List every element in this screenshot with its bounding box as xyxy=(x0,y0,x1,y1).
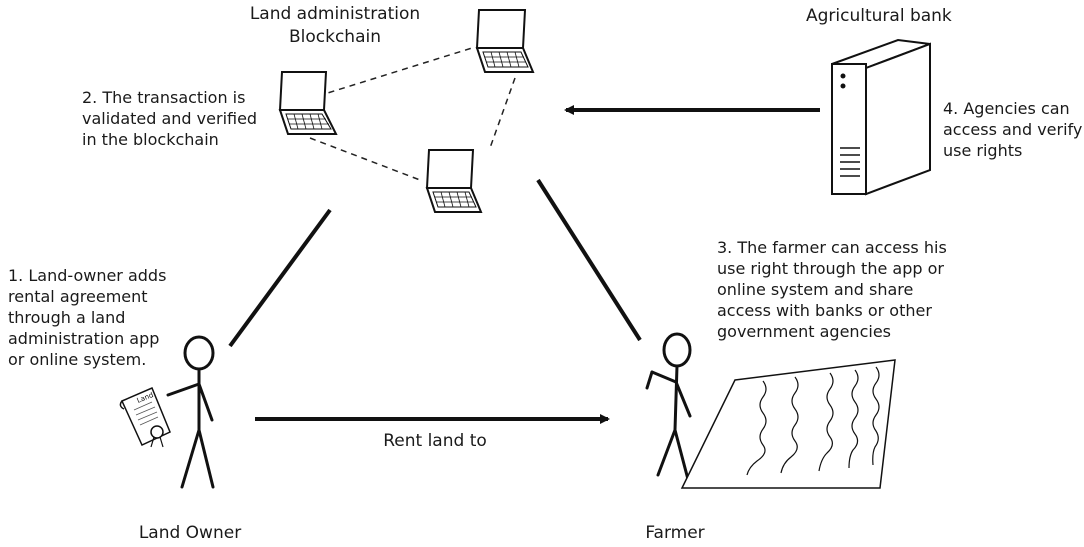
farmer-blockchain-line xyxy=(536,178,642,342)
crop-rows xyxy=(746,366,880,476)
laptop-icon xyxy=(475,9,535,73)
dashed-link xyxy=(309,137,421,181)
blockchain-title: Land administration Blockchain xyxy=(249,4,421,47)
step-1-text: 1. Land-owner adds rental agreement thro… xyxy=(8,266,167,369)
farmer-label: Farmer xyxy=(645,523,705,543)
step-2-text: 2. The transaction is validated and veri… xyxy=(82,88,258,149)
bank-title: Agricultural bank xyxy=(806,6,952,26)
server-icon xyxy=(831,38,931,196)
farm-field xyxy=(680,359,896,489)
dashed-link xyxy=(317,47,473,97)
owner-blockchain-line xyxy=(228,208,332,348)
laptop-icon xyxy=(425,149,483,213)
laptop-icon xyxy=(278,71,338,135)
step-3-text: 3. The farmer can access his use right t… xyxy=(717,238,947,341)
rent-label: Rent land to xyxy=(383,431,487,451)
blockchain-network-links xyxy=(309,47,516,181)
step-4-text: 4. Agencies can access and verify use ri… xyxy=(943,99,1083,160)
land-certificate-icon: Land xyxy=(119,387,171,448)
land-owner-label: Land Owner xyxy=(138,523,242,543)
dashed-link xyxy=(489,77,516,149)
land-owner-figure xyxy=(166,335,215,489)
farmer-figure xyxy=(645,332,692,489)
